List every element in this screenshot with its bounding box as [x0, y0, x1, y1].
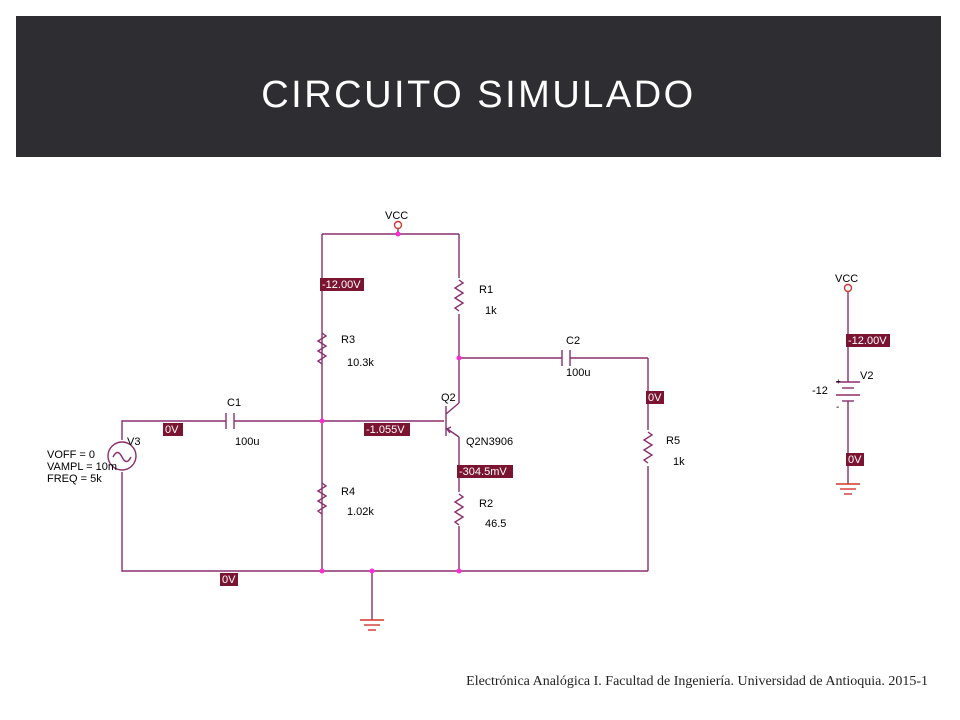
- r4-resistor: [316, 482, 328, 515]
- r1-resistor: [453, 279, 465, 312]
- r5-resistor: [642, 431, 654, 464]
- voltage-text-vcc: -12.00V: [322, 279, 361, 291]
- ground-symbol-main: [360, 619, 384, 631]
- voltage-text-v2-bottom: 0V: [848, 454, 862, 466]
- v3-freq: FREQ = 5k: [47, 473, 102, 485]
- c2-name: C2: [566, 335, 580, 347]
- r1-name: R1: [479, 284, 493, 296]
- vcc1-label: VCC: [385, 210, 408, 222]
- r4-name: R4: [341, 486, 355, 498]
- vcc1-terminal: [393, 220, 403, 230]
- v3-source: [107, 441, 137, 471]
- r3-name: R3: [341, 334, 355, 346]
- v3-voff: VOFF = 0: [47, 449, 95, 461]
- voltage-tag-v2-top: -12.00V: [846, 334, 890, 347]
- title-bar: CIRCUITO SIMULADO: [16, 16, 941, 157]
- q2-transistor: [445, 402, 460, 438]
- voltage-tag-load: 0V: [646, 391, 664, 404]
- r1-value: 1k: [485, 305, 497, 317]
- footer-text: Electrónica Analógica I. Facultad de Ing…: [466, 674, 928, 689]
- r5-value: 1k: [673, 456, 685, 468]
- r2-name: R2: [479, 498, 493, 510]
- c1-value: 100u: [235, 436, 259, 448]
- junction-nodes: [319, 231, 462, 574]
- c2-capacitor: [561, 350, 571, 366]
- c1-capacitor: [225, 413, 235, 429]
- voltage-text-emitter: -304.5mV: [459, 466, 507, 478]
- q2-model: Q2N3906: [466, 436, 513, 448]
- r3-resistor: [316, 332, 328, 365]
- c2-value: 100u: [566, 367, 590, 379]
- v2-name: V2: [860, 370, 873, 382]
- voltage-tag-base: -1.055V: [364, 423, 410, 436]
- slide-title: CIRCUITO SIMULADO: [261, 74, 696, 116]
- voltage-tag-vcc: -12.00V: [320, 278, 364, 291]
- r2-value: 46.5: [485, 518, 506, 530]
- voltage-text-v2-top: -12.00V: [848, 335, 887, 347]
- r4-value: 1.02k: [347, 506, 374, 518]
- voltage-tag-v2-bottom: 0V: [846, 453, 864, 466]
- vcc2-terminal: [843, 283, 853, 293]
- v3-name: V3: [127, 436, 140, 448]
- voltage-text-input: 0V: [165, 424, 179, 436]
- v2-battery: [836, 381, 860, 408]
- voltage-tag-ground: 0V: [220, 573, 238, 586]
- voltage-text-base: -1.055V: [366, 424, 405, 436]
- v2-plus-sign: +: [836, 377, 841, 386]
- voltage-text-load: 0V: [648, 392, 662, 404]
- voltage-text-ground: 0V: [222, 574, 236, 586]
- v3-vampl: VAMPL = 10m: [47, 461, 117, 473]
- r5-name: R5: [666, 435, 680, 447]
- ground-symbol-v2: [836, 483, 860, 495]
- v2-minus-sign: -: [836, 402, 839, 413]
- voltage-tag-emitter: -304.5mV: [457, 465, 513, 478]
- q2-name: Q2: [441, 392, 456, 404]
- r2-resistor: [453, 493, 465, 526]
- vcc2-label: VCC: [835, 273, 858, 285]
- v2-value: -12: [812, 385, 828, 397]
- c1-name: C1: [227, 397, 241, 409]
- voltage-tag-input: 0V: [163, 423, 183, 436]
- r3-value: 10.3k: [347, 357, 374, 369]
